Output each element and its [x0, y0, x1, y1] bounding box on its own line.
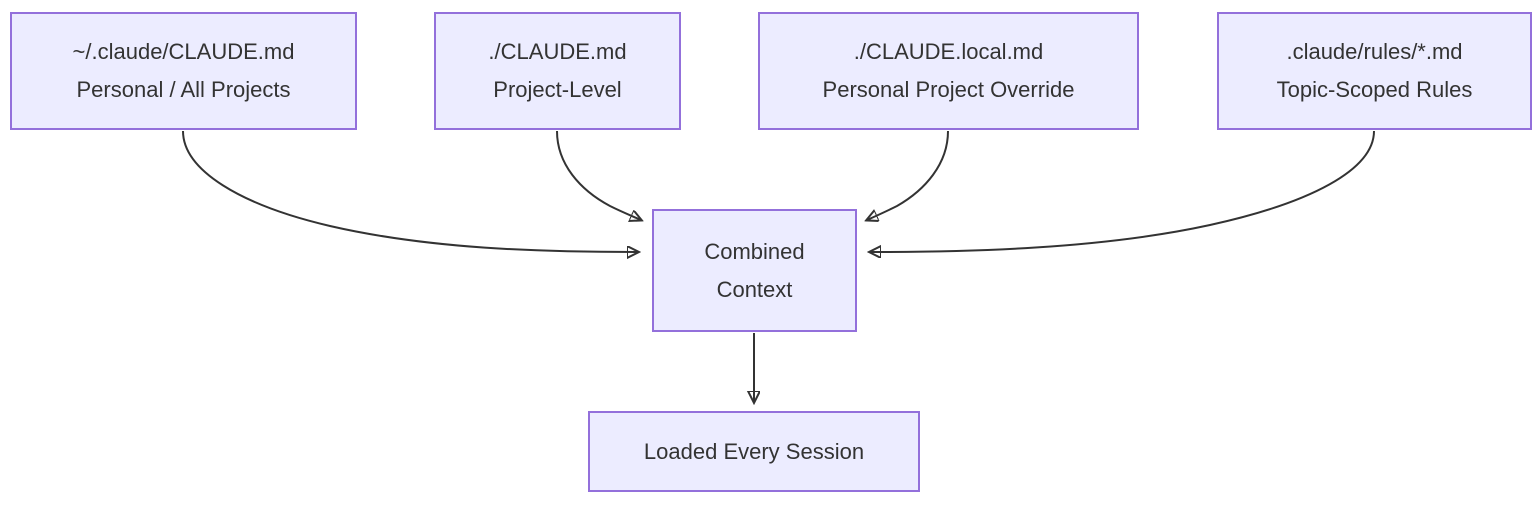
- node-combined-label-line1: Combined: [704, 238, 805, 264]
- node-global-path-label: ~/.claude/CLAUDE.md: [72, 39, 295, 64]
- node-rules-path-label: .claude/rules/*.md: [1286, 39, 1463, 64]
- node-project-path-label: ./CLAUDE.md: [488, 39, 627, 64]
- edge-project-to-combined: [556, 130, 641, 220]
- node-rules-glob-md: .claude/rules/*.md Topic-Scoped Rules: [1217, 12, 1532, 130]
- node-loaded-every-session: Loaded Every Session: [588, 411, 920, 492]
- edge-local-to-combined: [867, 130, 949, 220]
- node-loaded-label: Loaded Every Session: [643, 438, 865, 464]
- node-project-desc-label: Project-Level: [493, 77, 622, 102]
- node-global-desc-label: Personal / All Projects: [76, 77, 291, 102]
- edge-rules-to-combined: [870, 130, 1375, 252]
- node-global-claude-md: ~/.claude/CLAUDE.md Personal / All Proje…: [10, 12, 357, 130]
- node-local-desc-label: Personal Project Override: [822, 77, 1075, 102]
- node-local-claude-md: ./CLAUDE.local.md Personal Project Overr…: [758, 12, 1139, 130]
- node-rules-desc-label: Topic-Scoped Rules: [1276, 77, 1473, 102]
- node-project-claude-md: ./CLAUDE.md Project-Level: [434, 12, 681, 130]
- node-combined-label-line2: Context: [716, 276, 793, 302]
- node-local-path-label: ./CLAUDE.local.md: [853, 39, 1044, 64]
- node-combined-context: Combined Context: [652, 209, 857, 332]
- edge-global-to-combined: [182, 130, 638, 252]
